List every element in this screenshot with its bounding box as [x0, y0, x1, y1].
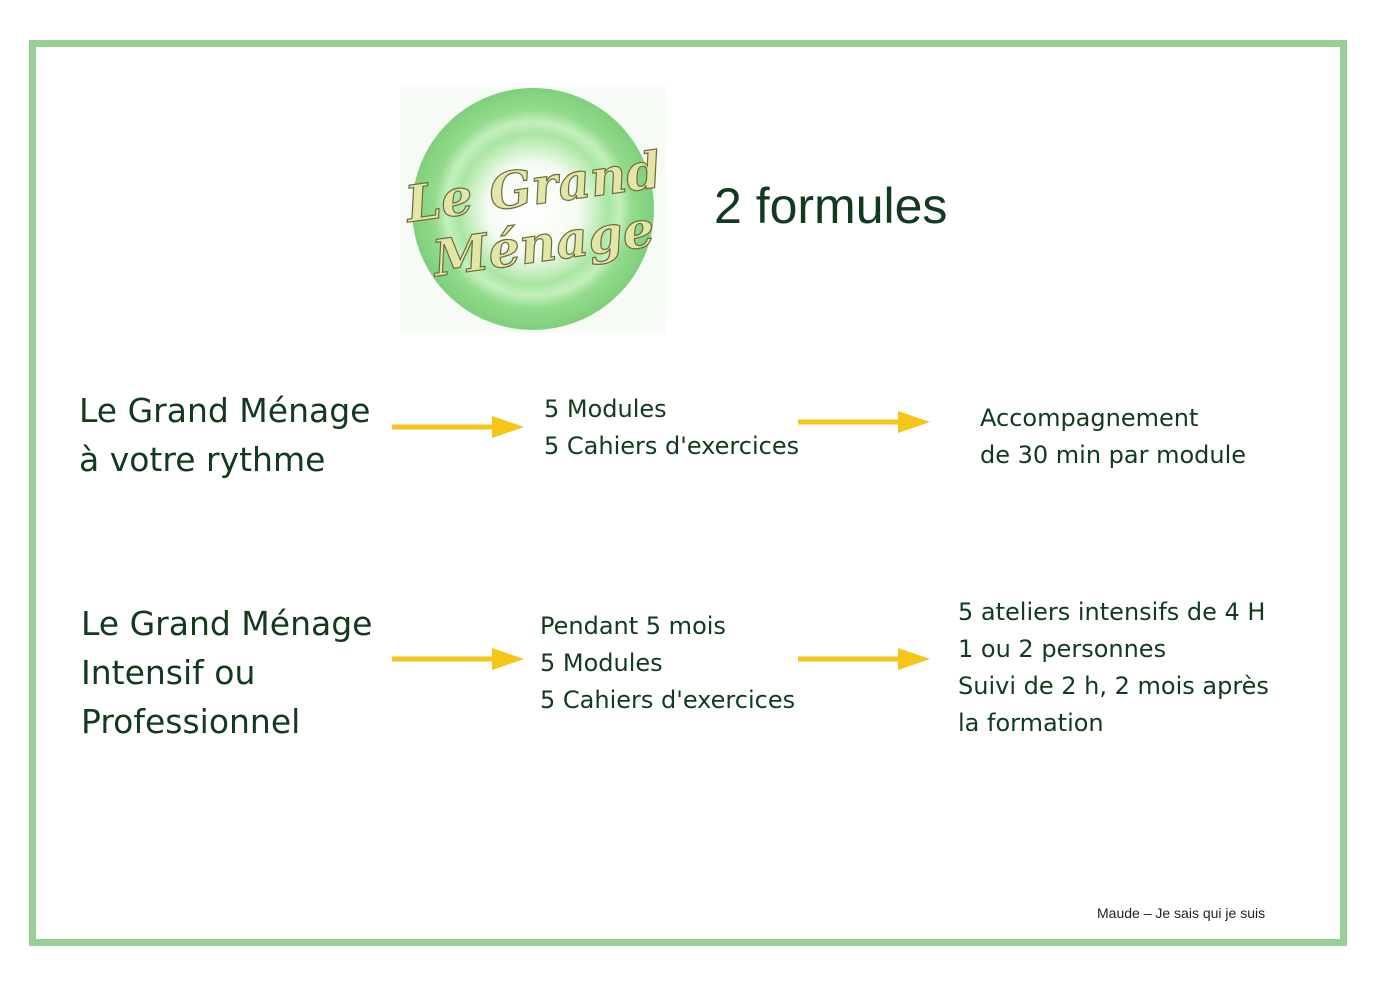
formula-2-extra-line: 1 ou 2 personnes [958, 635, 1167, 663]
formula-1-title-line: Le Grand Ménage [79, 391, 371, 430]
formula-2-title-line: Le Grand Ménage [81, 604, 373, 643]
footer-credit: Maude – Je sais qui je suis [1097, 905, 1266, 921]
formula-2-content-line: Pendant 5 mois [540, 612, 726, 640]
arrow-icon [798, 648, 930, 670]
formula-2-content-line: 5 Cahiers d'exercices [540, 686, 796, 714]
formula-2-extras: 5 ateliers intensifs de 4 H 1 ou 2 perso… [958, 594, 1269, 742]
page-title: 2 formules [714, 178, 948, 234]
arrow-icon [798, 411, 930, 433]
formula-1-title-line: à votre rythme [79, 440, 326, 479]
formula-1-contents: 5 Modules 5 Cahiers d'exercices [544, 391, 799, 465]
formula-1-extras: Accompagnement de 30 min par module [980, 400, 1246, 474]
formula-1-content-line: 5 Cahiers d'exercices [544, 432, 800, 460]
formula-2-extra-line: la formation [958, 709, 1104, 737]
formula-2-content-line: 5 Modules [540, 649, 663, 677]
formula-2-title: Le Grand Ménage Intensif ou Professionne… [81, 599, 372, 746]
logo-le-grand-menage: Le Grand Ménage [400, 87, 666, 333]
logo-circle [412, 88, 654, 330]
page-frame [29, 40, 1347, 946]
formula-1-title: Le Grand Ménage à votre rythme [79, 386, 370, 484]
arrow-icon [392, 648, 524, 670]
formula-1-extra-line: de 30 min par module [980, 441, 1247, 469]
formula-2-title-line: Professionnel [81, 702, 301, 741]
formula-2-contents: Pendant 5 mois 5 Modules 5 Cahiers d'exe… [540, 608, 795, 719]
formula-2-extra-line: 5 ateliers intensifs de 4 H [958, 598, 1266, 626]
formula-2-extra-line: Suivi de 2 h, 2 mois après [958, 672, 1269, 700]
formula-1-content-line: 5 Modules [544, 395, 667, 423]
formula-2-title-line: Intensif ou [81, 653, 256, 692]
formula-1-extra-line: Accompagnement [980, 404, 1199, 432]
arrow-icon [392, 416, 524, 438]
